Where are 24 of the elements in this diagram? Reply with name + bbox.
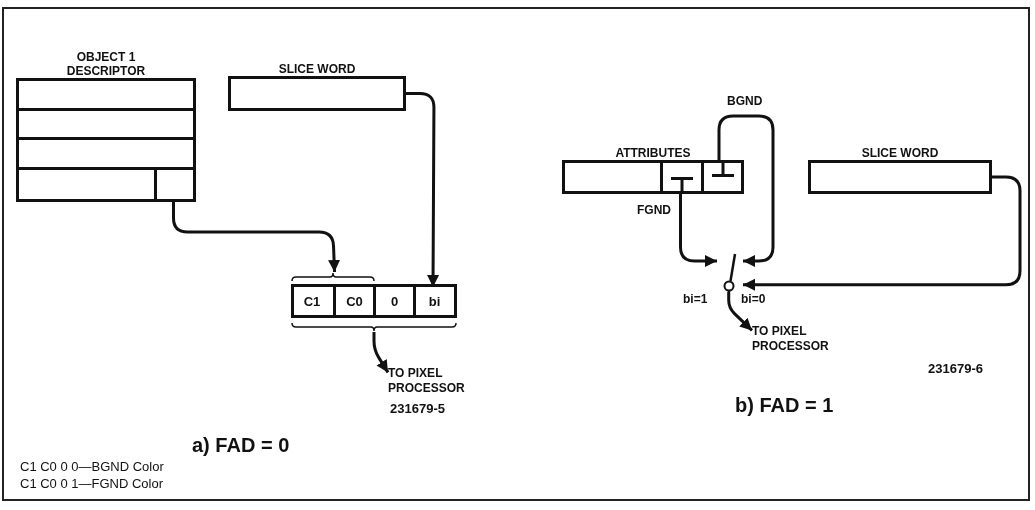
note-text: C1 C0 0 0—BGND Color xyxy=(20,459,164,474)
figure-number: 231679-5 xyxy=(390,401,445,416)
figure-caption: b) FAD = 1 xyxy=(735,394,834,417)
destination-label: TO PIXEL PROCESSOR xyxy=(388,366,480,398)
bit-cell: C1 xyxy=(291,287,333,315)
bit-cell: 0 xyxy=(373,287,413,315)
figure-caption: a) FAD = 0 xyxy=(192,434,290,457)
heading: SLICE WORD xyxy=(860,145,940,160)
note-text: C1 C0 0 1—FGND Color xyxy=(20,476,164,491)
arrow xyxy=(372,332,390,374)
switch-position-label: bi=1 xyxy=(683,292,708,307)
bit-cell: C0 xyxy=(333,287,373,315)
arrow xyxy=(743,175,1022,291)
heading: SLICE WORD xyxy=(277,61,357,76)
destination-label: TO PIXEL PROCESSOR xyxy=(752,324,847,356)
heading: OBJECT 1 DESCRIPTOR xyxy=(65,49,147,78)
figure-number: 231679-6 xyxy=(928,361,983,376)
arrow xyxy=(717,114,775,267)
switch-position-label: bi=0 xyxy=(741,292,766,307)
bit-cell: bi xyxy=(413,287,453,315)
heading: ATTRIBUTES xyxy=(614,145,692,160)
line-label: FGND xyxy=(637,203,671,218)
line-label: BGND xyxy=(727,94,763,108)
arrow xyxy=(727,292,754,332)
